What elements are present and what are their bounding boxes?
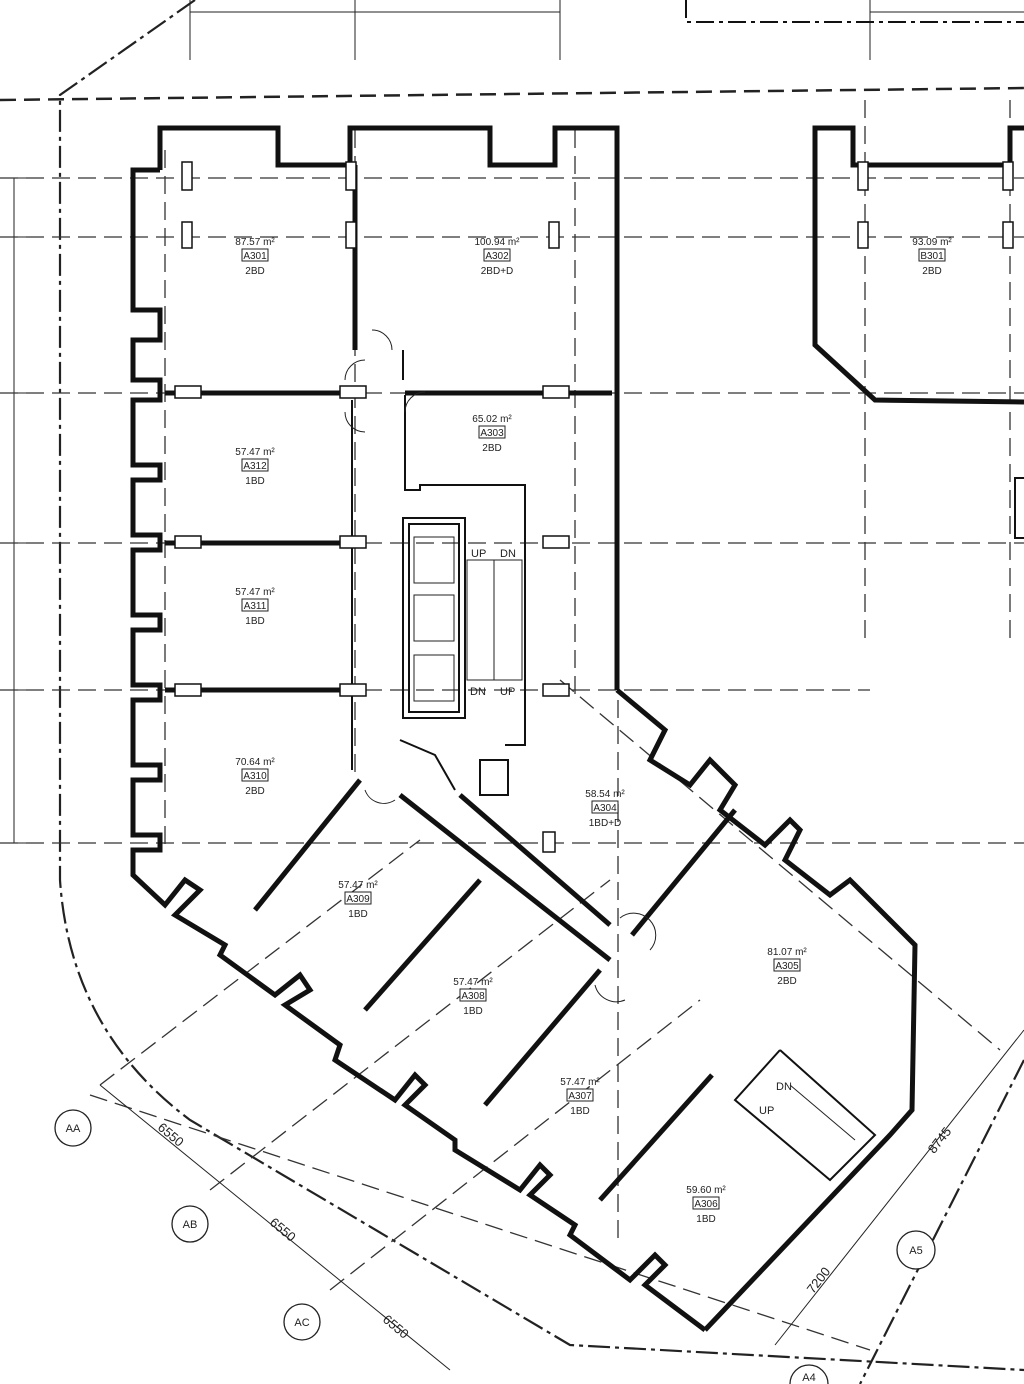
unit-id-box (566, 1088, 594, 1102)
unit-type: 1BD (245, 476, 264, 487)
stair-label-up: UP (759, 1105, 774, 1117)
unit-label-a303: 65.02 m² A303 2BD (472, 414, 512, 454)
unit-id-box (918, 248, 946, 262)
left-dimension-line (0, 177, 40, 844)
unit-type: 1BD (463, 1006, 482, 1017)
unit-id-box (459, 988, 487, 1002)
unit-area: 57.47 m² (235, 587, 275, 598)
building-a-walls (130, 125, 918, 1332)
unit-type: 1BD (570, 1106, 589, 1117)
unit-label-a302: 100.94 m² A302 2BD+D (474, 237, 520, 277)
top-dimension-line (189, 0, 1024, 60)
unit-id: A302 (485, 251, 509, 262)
stair-label-dn: DN (500, 548, 516, 560)
unit-area: 87.57 m² (235, 237, 275, 248)
unit-id-box (241, 768, 269, 782)
dimension-label: 6550 (155, 1120, 187, 1150)
unit-id-box (241, 598, 269, 612)
grid-bubble-ab: AB (171, 1205, 209, 1243)
unit-id: A311 (244, 601, 267, 612)
stair-label-dn: DN (776, 1081, 792, 1093)
unit-type: 2BD (245, 266, 264, 277)
property-line-east (859, 1059, 1024, 1384)
unit-area: 100.94 m² (474, 237, 520, 248)
unit-area: 65.02 m² (472, 414, 512, 425)
unit-area: 57.47 m² (338, 880, 378, 891)
unit-label-a310: 70.64 m² A310 2BD (235, 757, 275, 797)
unit-area: 57.47 m² (453, 977, 493, 988)
unit-id: A306 (694, 1199, 718, 1210)
unit-type: 2BD (777, 976, 796, 987)
dimension-label: 6550 (380, 1312, 412, 1342)
unit-type: 1BD (348, 909, 367, 920)
unit-labels: 87.57 m² A301 2BD 100.94 m² A302 2BD+D 93.09 m… (235, 237, 952, 1225)
unit-id: A304 (593, 803, 617, 814)
grid-bubble-a4: A4 (789, 1364, 829, 1384)
stair-label-up: UP (471, 548, 486, 560)
unit-id: A307 (568, 1091, 592, 1102)
dimension-label: 7200 (804, 1264, 834, 1296)
svg-text:A5: A5 (909, 1245, 922, 1257)
unit-id-box (692, 1196, 720, 1210)
unit-id: B301 (920, 251, 944, 262)
unit-label-a307: 57.47 m² A307 1BD (560, 1077, 600, 1117)
unit-id: A312 (243, 461, 267, 472)
unit-type: 2BD (245, 786, 264, 797)
core-stair (466, 559, 523, 681)
stair-label-up: UP (500, 686, 515, 698)
east-stair (733, 1049, 877, 1182)
unit-area: 57.47 m² (560, 1077, 600, 1088)
unit-area: 81.07 m² (767, 947, 807, 958)
unit-id-box (241, 458, 269, 472)
unit-id-box (591, 800, 619, 814)
unit-type: 1BD (696, 1214, 715, 1225)
unit-label-a305: 81.07 m² A305 2BD (767, 947, 807, 987)
grid-bubble-ac: AC (283, 1303, 321, 1341)
unit-label-a312: 57.47 m² A312 1BD (235, 447, 275, 487)
unit-area: 70.64 m² (235, 757, 275, 768)
unit-id: A305 (775, 961, 799, 972)
svg-text:AB: AB (183, 1219, 198, 1231)
unit-label-b301: 93.09 m² B301 2BD (912, 237, 952, 277)
unit-area: 93.09 m² (912, 237, 952, 248)
unit-label-a304: 58.54 m² A304 1BD+D (585, 789, 625, 829)
unit-type: 2BD+D (481, 266, 514, 277)
property-line (58, 0, 1024, 1372)
dimension-label: 8745 (925, 1124, 955, 1156)
unit-id: A310 (243, 771, 267, 782)
unit-area: 58.54 m² (585, 789, 625, 800)
grid-bubble-aa: AA (54, 1109, 92, 1147)
svg-text:AC: AC (294, 1317, 309, 1329)
unit-area: 59.60 m² (686, 1185, 726, 1196)
unit-label-a309: 57.47 m² A309 1BD (338, 880, 378, 920)
svg-text:AA: AA (66, 1123, 81, 1135)
unit-type: 2BD (922, 266, 941, 277)
grid-bubble-a5: A5 (896, 1230, 936, 1270)
unit-label-a311: 57.47 m² A311 1BD (235, 587, 275, 627)
grid-lines (0, 100, 1024, 1351)
unit-id: A308 (461, 991, 485, 1002)
unit-id: A309 (346, 894, 370, 905)
unit-id: A301 (243, 251, 267, 262)
unit-type: 2BD (482, 443, 501, 454)
unit-label-a301: 87.57 m² A301 2BD (235, 237, 275, 277)
unit-area: 57.47 m² (235, 447, 275, 458)
unit-id-box (241, 248, 269, 262)
unit-id-box (344, 891, 372, 905)
dimension-label: 6550 (267, 1215, 299, 1245)
building-b-walls (812, 125, 1024, 539)
unit-id-box (483, 248, 511, 262)
unit-type: 1BD+D (589, 818, 622, 829)
unit-id-box (773, 958, 801, 972)
unit-label-a306: 59.60 m² A306 1BD (686, 1185, 726, 1225)
setback-line (0, 86, 1024, 102)
unit-label-a308: 57.47 m² A308 1BD (453, 977, 493, 1017)
unit-id-box (478, 425, 506, 439)
unit-id: A303 (480, 428, 504, 439)
svg-text:A4: A4 (802, 1372, 815, 1384)
stair-label-dn: DN (470, 686, 486, 698)
unit-type: 1BD (245, 616, 264, 627)
